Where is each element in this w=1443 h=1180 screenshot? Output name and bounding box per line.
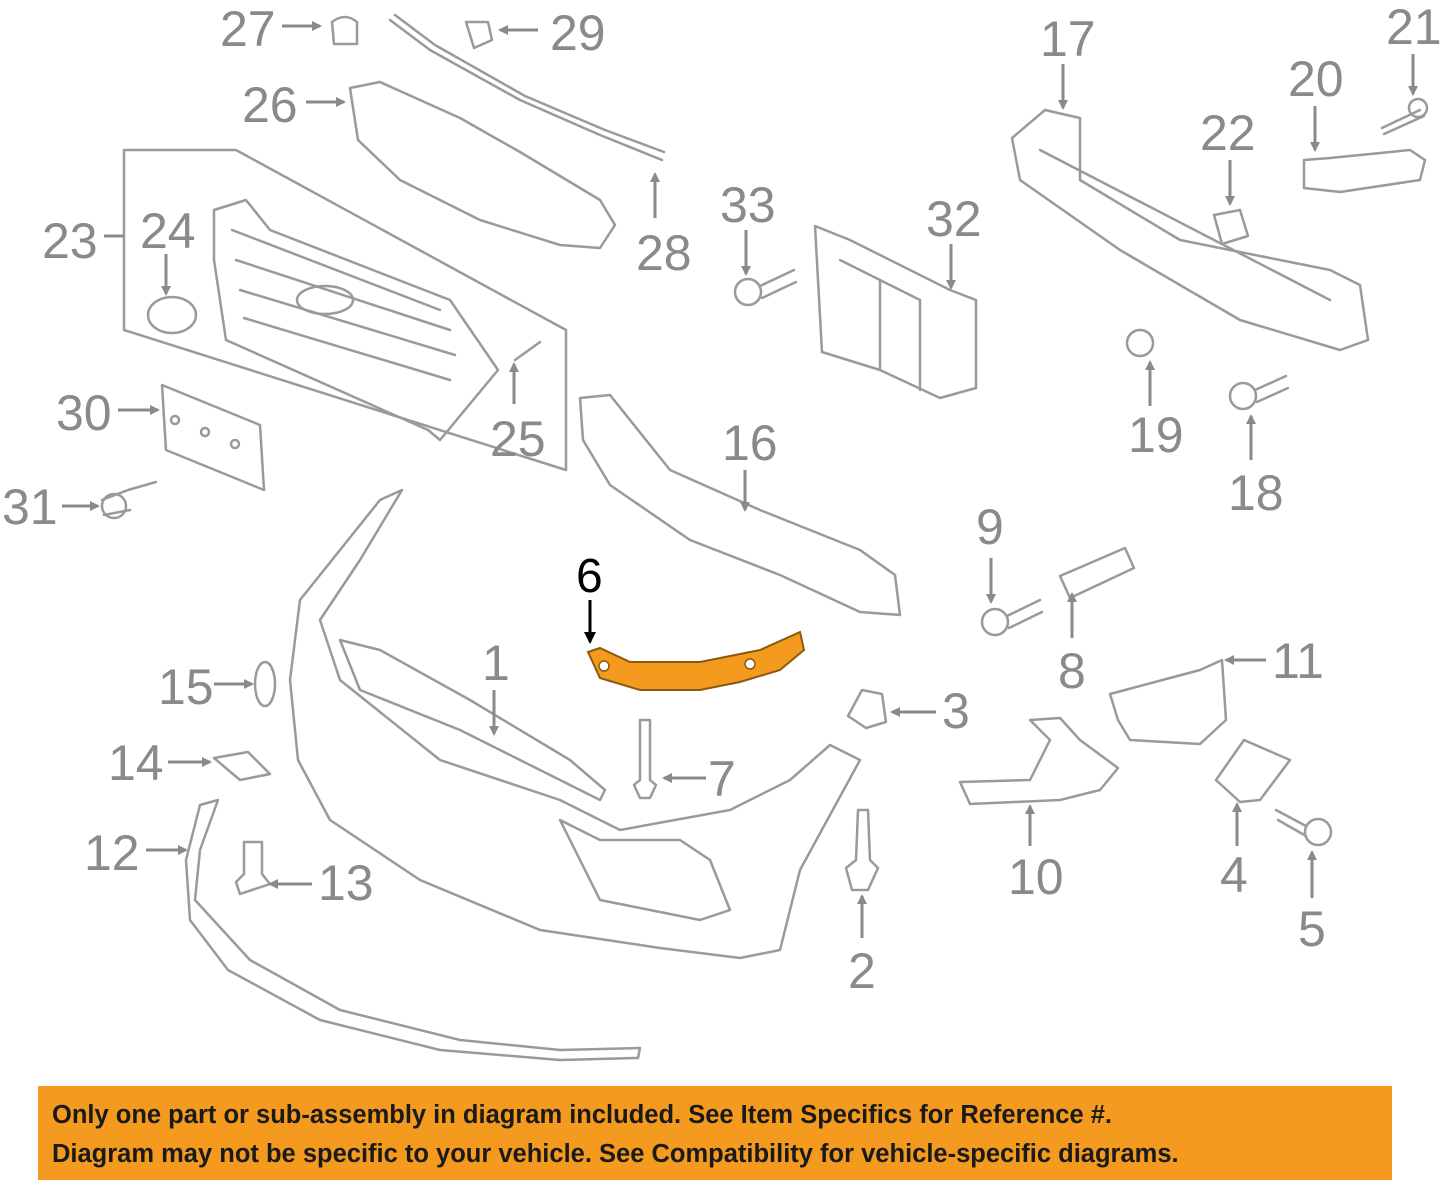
- callout-22: 22: [1200, 105, 1256, 161]
- callout-9: 9: [976, 499, 1004, 555]
- callout-11: 11: [1272, 633, 1324, 689]
- callout-21: 21: [1386, 0, 1442, 55]
- callout-20: 20: [1288, 51, 1344, 107]
- callout-26: 26: [242, 77, 298, 133]
- grille-assembly-panel: [122, 148, 568, 472]
- misc-parts: [212, 546, 1292, 806]
- license-bracket: [100, 383, 266, 520]
- notice-banner: Only one part or sub-assembly in diagram…: [38, 1086, 1392, 1180]
- callout-13: 13: [318, 855, 374, 911]
- bolts: [234, 268, 1333, 896]
- callout-3: 3: [942, 683, 970, 739]
- callout-5: 5: [1298, 901, 1326, 957]
- upper-cover-assembly: [330, 13, 666, 250]
- callout-14: 14: [108, 735, 164, 791]
- highlighted-bracket-part-6: [586, 630, 806, 691]
- callout-15: 15: [158, 659, 214, 715]
- callout-8: 8: [1058, 643, 1086, 699]
- callout-24: 24: [140, 203, 196, 259]
- callout-6: 6: [576, 550, 603, 603]
- callout-29: 29: [550, 5, 606, 61]
- callout-10: 10: [1008, 849, 1064, 905]
- callout-33: 33: [720, 177, 776, 233]
- callout-19: 19: [1128, 407, 1184, 463]
- notice-line-2: Diagram may not be specific to your vehi…: [52, 1140, 1179, 1168]
- callout-28: 28: [636, 225, 692, 281]
- callout-12: 12: [84, 825, 140, 881]
- callout-32: 32: [926, 191, 982, 247]
- callout-23: 23: [42, 213, 98, 269]
- impact-bar: [1010, 108, 1370, 352]
- callout-7: 7: [708, 751, 736, 807]
- leader-arrows: [62, 21, 1418, 938]
- callout-31: 31: [2, 479, 58, 535]
- lower-molding: [184, 798, 642, 1062]
- callout-18: 18: [1228, 465, 1284, 521]
- side-bracket: [813, 224, 978, 400]
- callout-30: 30: [56, 385, 112, 441]
- callout-27: 27: [220, 1, 276, 57]
- callout-25: 25: [490, 411, 546, 467]
- callout-labels: 1 2 3 4 5 6 7 8 9 10 11 12 13 14 15 16 1…: [2, 0, 1442, 999]
- callout-2: 2: [848, 943, 876, 999]
- callout-4: 4: [1220, 847, 1248, 903]
- notice-line-1: Only one part or sub-assembly in diagram…: [52, 1101, 1112, 1129]
- callout-1: 1: [482, 635, 510, 691]
- bumper-cover: [288, 488, 862, 960]
- small-brackets: [1212, 97, 1429, 246]
- callout-17: 17: [1040, 11, 1096, 67]
- callout-16: 16: [722, 415, 778, 471]
- energy-absorber: [578, 393, 902, 617]
